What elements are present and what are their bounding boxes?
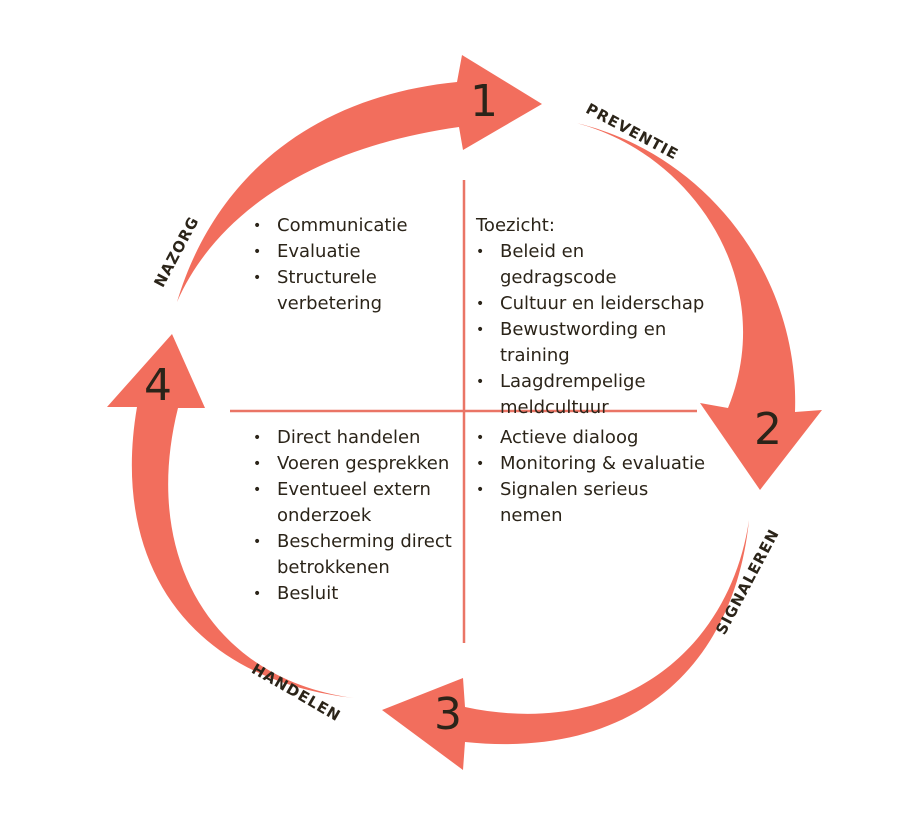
list-item: Laagdrempelige meldcultuur (476, 369, 706, 421)
list-item: Signalen serieus nemen (476, 477, 706, 529)
step-number-3: 3 (434, 689, 462, 740)
bottom-right-list: Actieve dialoog Monitoring & evaluatie S… (476, 425, 706, 529)
list-item: Cultuur en leiderschap (476, 291, 706, 317)
list-item: Communicatie (253, 213, 453, 239)
quadrant-bottom-right: Actieve dialoog Monitoring & evaluatie S… (476, 425, 706, 529)
list-item: Eventueel extern onderzoek (253, 477, 459, 529)
phase-label-signaleren: SIGNALEREN (712, 526, 783, 638)
quadrant-bottom-left: Direct handelen Voeren gesprekken Eventu… (253, 425, 459, 607)
arrow-1 (177, 55, 542, 302)
phase-label-preventie: PREVENTIE (583, 100, 682, 164)
quadrant-top-right: Toezicht: Beleid en gedragscode Cultuur … (476, 213, 706, 421)
arrow-3 (382, 520, 749, 770)
step-number-1: 1 (470, 76, 498, 127)
list-item: Bescherming direct betrokkenen (253, 529, 459, 581)
quadrant-top-left: Communicatie Evaluatie Structurele verbe… (253, 213, 453, 317)
list-item: Direct handelen (253, 425, 459, 451)
list-item: Besluit (253, 581, 459, 607)
list-item: Structurele verbetering (253, 265, 453, 317)
list-item: Bewustwording en training (476, 317, 706, 369)
list-item: Monitoring & evaluatie (476, 451, 706, 477)
quadrant-heading: Toezicht: (476, 215, 555, 236)
list-item: Actieve dialoog (476, 425, 706, 451)
arrow-2 (572, 122, 822, 490)
step-number-4: 4 (144, 360, 172, 411)
bottom-left-list: Direct handelen Voeren gesprekken Eventu… (253, 425, 459, 607)
step-number-2: 2 (754, 404, 782, 455)
top-left-list: Communicatie Evaluatie Structurele verbe… (253, 213, 453, 317)
list-item: Beleid en gedragscode (476, 239, 706, 291)
phase-label-nazorg: NAZORG (150, 213, 202, 290)
arrow-4 (107, 334, 354, 698)
list-item: Voeren gesprekken (253, 451, 459, 477)
phase-label-handelen: HANDELEN (249, 660, 344, 725)
top-right-list: Beleid en gedragscode Cultuur en leiders… (476, 239, 706, 421)
list-item: Evaluatie (253, 239, 453, 265)
